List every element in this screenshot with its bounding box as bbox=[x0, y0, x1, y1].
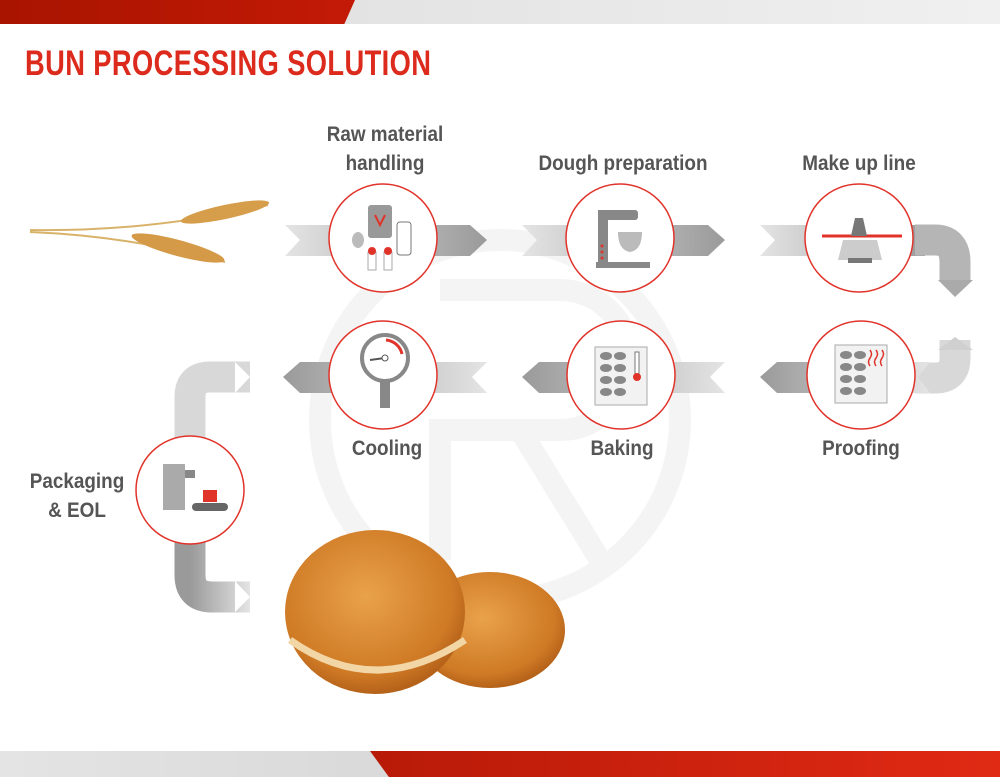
step-label-packaging: Packaging& EOL bbox=[29, 470, 125, 522]
mixer-icon bbox=[596, 210, 650, 268]
step-label-proofing: Proofing bbox=[822, 437, 900, 460]
divider-rounder-icon bbox=[822, 218, 902, 263]
bottom-banner bbox=[0, 751, 1000, 777]
raw-materials-icon bbox=[352, 205, 412, 271]
oven-icon bbox=[594, 346, 648, 406]
step-label-dough: Dough preparation bbox=[538, 152, 708, 175]
step-circle-makeup[interactable] bbox=[804, 183, 914, 293]
step-label-makeup: Make up line bbox=[802, 152, 916, 175]
proofer-icon bbox=[834, 344, 888, 404]
wheat-image bbox=[29, 200, 270, 263]
step-circle-packaging[interactable] bbox=[135, 435, 245, 545]
page-title: BUN PROCESSING SOLUTION bbox=[25, 44, 432, 83]
burger-bun-image bbox=[285, 530, 565, 694]
step-label-cooling: Cooling bbox=[351, 437, 423, 460]
top-banner bbox=[0, 0, 1000, 24]
gauge-icon bbox=[360, 333, 410, 408]
step-label-baking: Baking bbox=[590, 437, 654, 460]
packaging-machine-icon bbox=[163, 464, 228, 511]
